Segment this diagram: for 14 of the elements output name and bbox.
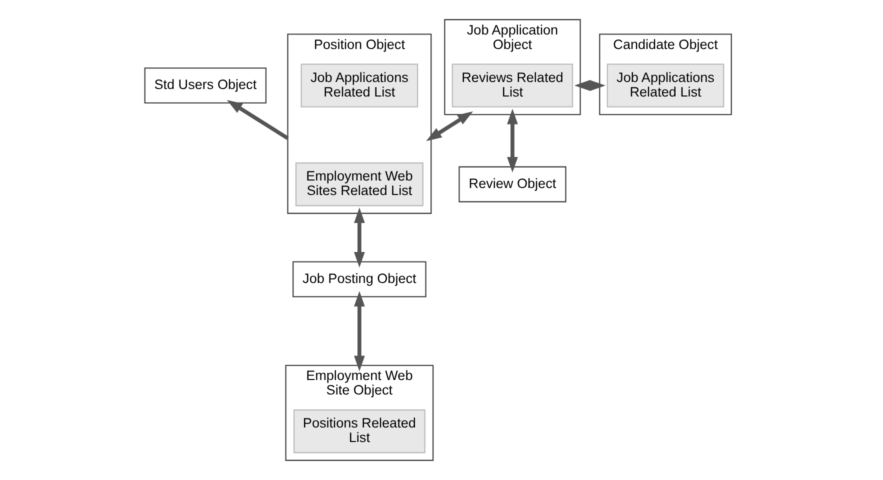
arrow	[506, 108, 518, 173]
node-box: Std Users Object	[144, 68, 266, 104]
node-box: Reviews Related List	[451, 64, 573, 108]
arrow	[226, 100, 288, 140]
arrow	[353, 290, 364, 372]
arrow	[353, 208, 364, 268]
node-box: Job Applications Related List	[606, 64, 724, 108]
arrow	[426, 111, 473, 142]
node-box: Job Posting Object	[292, 261, 426, 298]
node-box: Review Object	[458, 166, 566, 202]
arrow	[574, 80, 605, 91]
node-box: Employment Web Sites Related List	[294, 162, 423, 206]
node-box: Job Applications Related List	[300, 64, 418, 108]
node-box: Positions Releated List	[292, 409, 425, 454]
